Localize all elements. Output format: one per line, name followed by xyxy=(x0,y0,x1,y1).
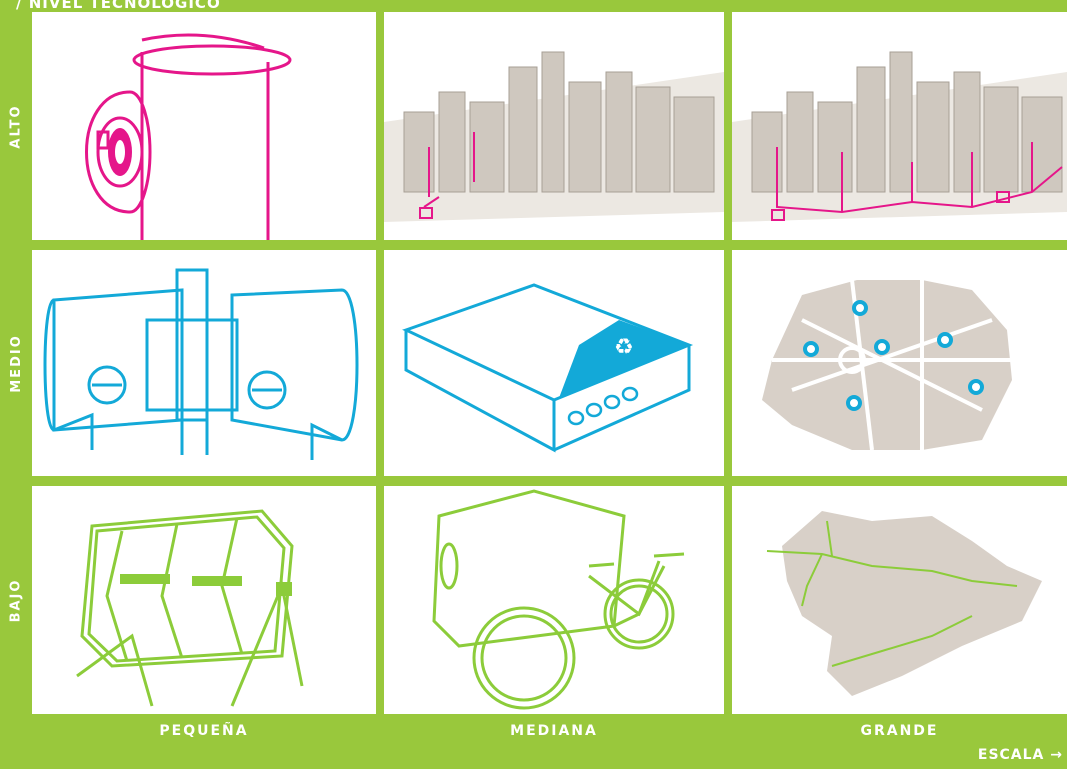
cell-medio-grande xyxy=(732,250,1067,476)
cell-alto-pequena xyxy=(32,12,376,240)
cell-medio-mediana: ♻ xyxy=(384,250,724,476)
city-map-points-illustration xyxy=(732,250,1067,476)
twin-container-illustration xyxy=(32,250,376,476)
city-network-illustration xyxy=(732,12,1067,240)
col-label-mediana: MEDIANA xyxy=(384,723,724,739)
cell-bajo-mediana xyxy=(384,486,724,714)
col-label-pequena: PEQUEÑA xyxy=(32,723,376,739)
col-label-grande: GRANDE xyxy=(732,723,1067,739)
cell-medio-pequena xyxy=(32,250,376,476)
region-map-illustration xyxy=(732,486,1067,714)
row-label-alto: ALTO xyxy=(0,12,32,240)
cell-bajo-pequena xyxy=(32,486,376,714)
headphone-device-illustration xyxy=(32,12,376,240)
compost-drum-illustration xyxy=(32,486,376,714)
city-model-illustration xyxy=(384,12,724,240)
recycling-bin-illustration: ♻ xyxy=(384,250,724,476)
chart-title: / NIVEL TECNOLÓGICO xyxy=(16,0,221,12)
cell-bajo-grande xyxy=(732,486,1067,714)
cell-alto-mediana xyxy=(384,12,724,240)
svg-text:♻: ♻ xyxy=(614,335,634,360)
row-label-medio: MEDIO xyxy=(0,250,32,476)
cell-alto-grande xyxy=(732,12,1067,240)
row-label-bajo: BAJO xyxy=(0,486,32,714)
axis-label-escala: ESCALA → xyxy=(978,747,1063,763)
cargo-bike-illustration xyxy=(384,486,724,714)
